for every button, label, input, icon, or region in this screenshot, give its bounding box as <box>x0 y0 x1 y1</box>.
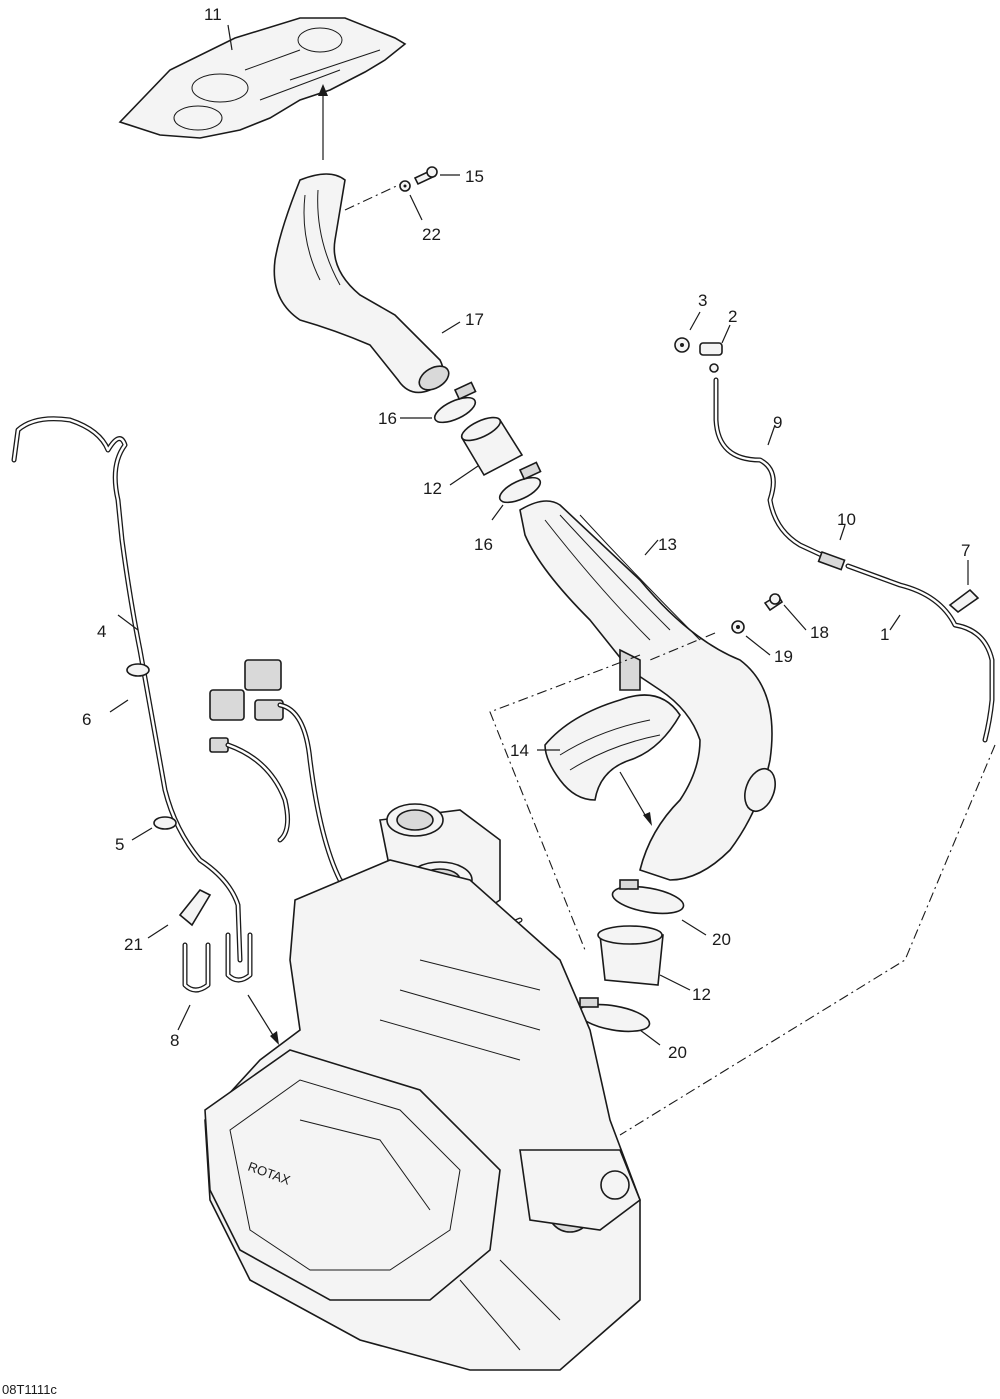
part-10-connector <box>817 550 846 571</box>
dashed-align-13 <box>489 654 641 951</box>
part-11-heat-shield <box>118 17 407 139</box>
part-16-clamp-upper <box>433 381 477 424</box>
callout-7: 7 <box>961 541 970 560</box>
callout-10: 10 <box>837 510 856 529</box>
callout-16-upper: 16 <box>378 409 397 428</box>
arrowhead <box>318 84 328 96</box>
part-12-sleeve-lower <box>597 925 664 986</box>
part-2-fitting <box>699 342 723 373</box>
callout-12-lower: 12 <box>692 985 711 1004</box>
callout-19: 19 <box>774 647 793 666</box>
callout-2: 2 <box>728 307 737 326</box>
part-4-vent-hose <box>11 416 243 963</box>
callout-16-lower: 16 <box>474 535 493 554</box>
callout-13: 13 <box>658 535 677 554</box>
callout-17: 17 <box>465 310 484 329</box>
callout-1: 1 <box>880 625 889 644</box>
engine-assembly: ROTAX <box>204 803 641 1371</box>
part-7-clip <box>948 588 980 614</box>
callout-5: 5 <box>115 835 124 854</box>
arrow-14 <box>619 771 649 821</box>
part-19-washer <box>731 620 745 634</box>
part-6-clamp <box>126 663 150 677</box>
part-12-sleeve-upper <box>460 416 524 477</box>
part-20-clamp-upper <box>611 879 685 915</box>
part-16-clamp-lower <box>498 461 542 504</box>
part-14-inlet-cover <box>544 694 681 801</box>
callout-20-lower: 20 <box>668 1043 687 1062</box>
wiring-harness <box>209 659 523 933</box>
callout-18: 18 <box>810 623 829 642</box>
callout-20-upper: 20 <box>712 930 731 949</box>
callout-15: 15 <box>465 167 484 186</box>
callout-4: 4 <box>97 622 106 641</box>
callout-3: 3 <box>698 291 707 310</box>
callout-9: 9 <box>773 413 782 432</box>
part-21-clip <box>178 888 212 927</box>
callout-11: 11 <box>204 5 222 24</box>
callout-22: 22 <box>422 225 441 244</box>
dashed-leader-15 <box>344 181 406 211</box>
callout-8: 8 <box>170 1031 179 1050</box>
part-15-screw <box>413 166 438 186</box>
part-13-main-duct <box>519 500 776 881</box>
part-9-vent-hose <box>713 377 831 561</box>
callout-12-upper: 12 <box>423 479 442 498</box>
part-1-vent-hose <box>845 563 995 743</box>
callout-6: 6 <box>82 710 91 729</box>
part-22-washer <box>399 180 411 192</box>
arrowhead <box>643 812 652 826</box>
part-17-intake-duct <box>273 173 450 394</box>
part-5-clamp <box>153 816 177 830</box>
callout-21: 21 <box>124 935 143 954</box>
arrowhead <box>270 1031 279 1045</box>
part-3-screw <box>674 337 690 353</box>
diagram-code: 08T1111c <box>2 1382 57 1397</box>
callout-leaders <box>109 24 969 1046</box>
dashed-align-19 <box>649 632 716 661</box>
callout-14: 14 <box>510 741 529 760</box>
part-8-u-hose <box>182 932 253 993</box>
callout-labels: 11 15 22 17 16 12 16 13 3 2 9 10 7 1 18 … <box>82 5 970 1062</box>
part-18-bolt <box>763 593 784 612</box>
arrow-8 <box>247 994 277 1041</box>
